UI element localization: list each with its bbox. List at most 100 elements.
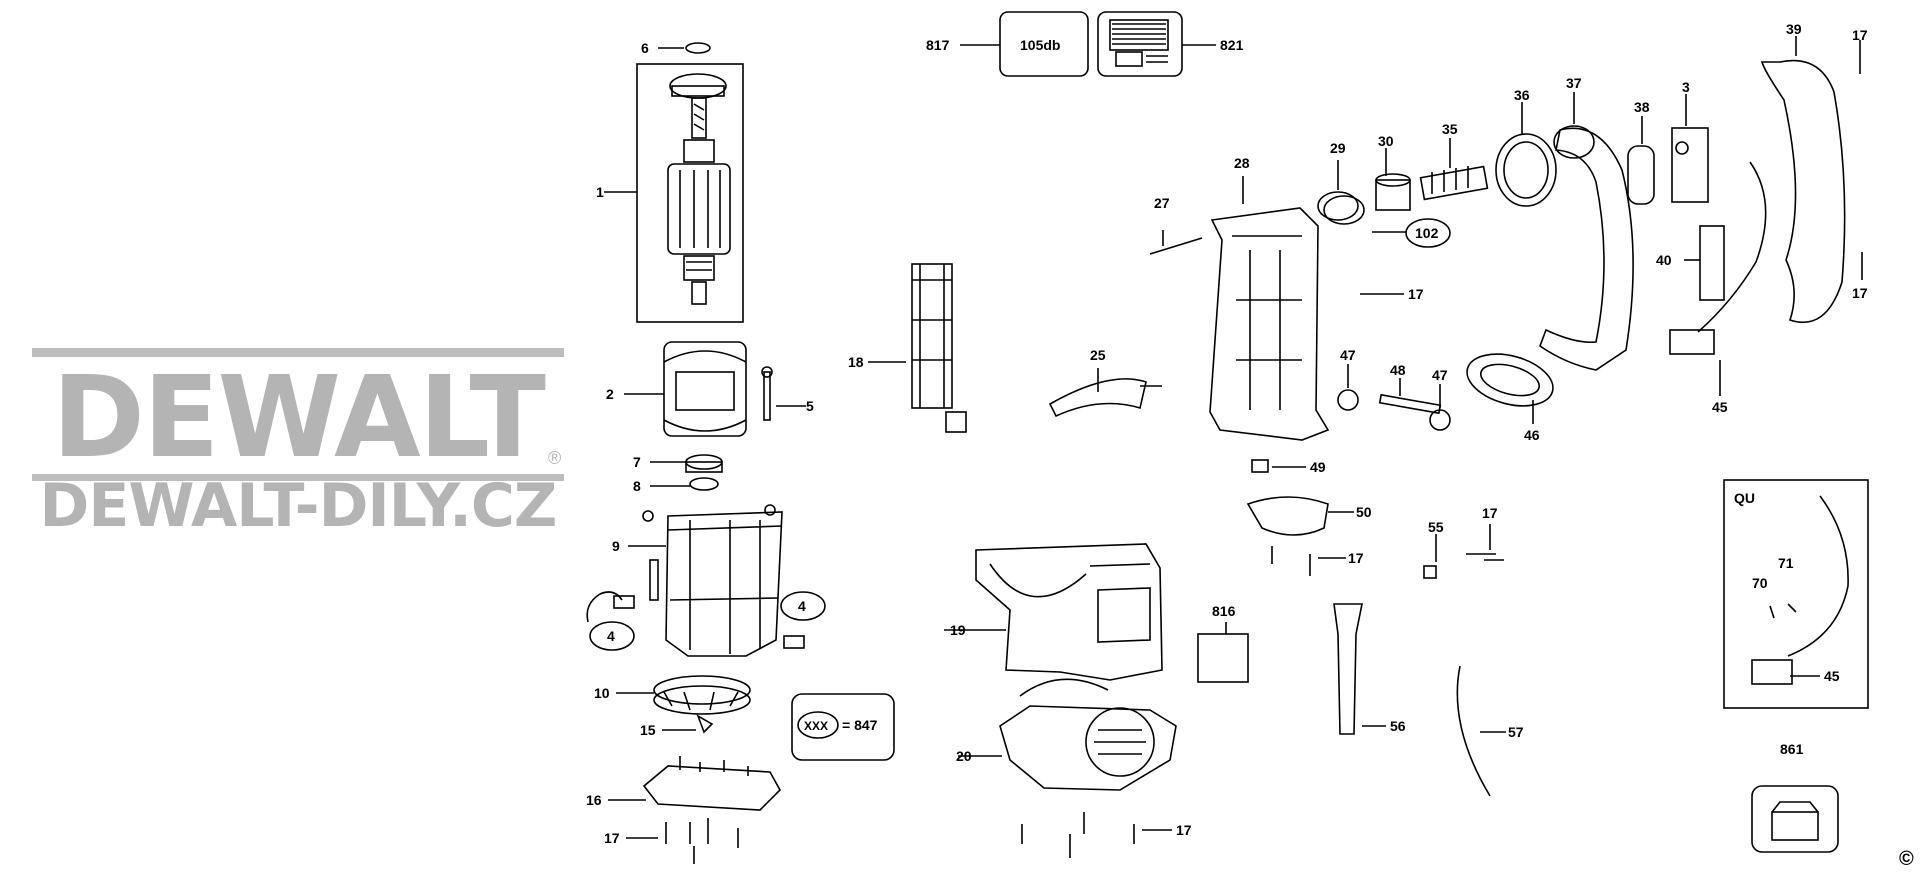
part-30 xyxy=(1375,179,1411,211)
label-102: 102 xyxy=(1415,225,1439,241)
label-5: 5 xyxy=(806,398,814,414)
screws-part-17-under-50 xyxy=(1271,546,1311,576)
label-46: 46 xyxy=(1524,427,1540,443)
label-38: 38 xyxy=(1634,99,1650,115)
wiring-part-45 xyxy=(1697,161,1767,333)
label-56: 56 xyxy=(1390,718,1406,734)
label-17-right: 17 xyxy=(1852,285,1868,301)
screw-part-5 xyxy=(763,371,771,421)
spring-part-29 xyxy=(1317,191,1359,221)
label-35: 35 xyxy=(1442,121,1458,137)
brush-lead xyxy=(586,591,623,623)
part-56 xyxy=(1333,603,1363,735)
label-821: 821 xyxy=(1220,37,1244,53)
label-17-under-50: 17 xyxy=(1348,550,1364,566)
part-15 xyxy=(696,714,714,734)
part-55 xyxy=(1423,565,1437,579)
bolt-part-27 xyxy=(1149,237,1203,255)
legend-code: XXX xyxy=(804,719,828,733)
housing-part-20 xyxy=(999,678,1177,791)
label-17-top-right: 17 xyxy=(1852,27,1868,43)
label-8: 8 xyxy=(633,478,641,494)
cover-part-19 xyxy=(975,543,1163,681)
callout-ellipse-4a xyxy=(589,621,635,651)
screws-part-17 xyxy=(665,818,739,864)
part-40 xyxy=(1699,225,1725,301)
label-4b: 4 xyxy=(798,598,806,614)
part-25 xyxy=(1048,378,1147,418)
label-10: 10 xyxy=(594,685,610,701)
label-39: 39 xyxy=(1786,21,1802,37)
fan-baffle-part-10 xyxy=(653,675,751,705)
label-861: 861 xyxy=(1780,741,1804,757)
label-4a: 4 xyxy=(607,628,615,644)
label-7: 7 xyxy=(633,454,641,470)
logo-middle-band xyxy=(32,474,564,481)
label-47a: 47 xyxy=(1340,347,1356,363)
dewalt-watermark-logo: DEWALT ® DEWALT-DILY.CZ xyxy=(32,348,564,538)
armature-part-1 xyxy=(667,73,731,305)
legend-equals: = 847 xyxy=(842,717,878,733)
label-48: 48 xyxy=(1390,362,1406,378)
motor-housing-part-9 xyxy=(642,504,783,657)
part-35 xyxy=(1419,165,1489,201)
label-2: 2 xyxy=(606,386,614,402)
inset-wiring xyxy=(1787,495,1849,657)
label-45-inset: 45 xyxy=(1824,668,1840,684)
label-40: 40 xyxy=(1656,252,1672,268)
boot-part-46 xyxy=(1466,353,1554,407)
gear-housing-part-28 xyxy=(1209,207,1330,441)
nut-part-47a xyxy=(1337,389,1359,411)
part-816 xyxy=(1197,633,1249,683)
screws-part-17-bottom xyxy=(1021,812,1135,858)
inset-title: QU xyxy=(1734,490,1755,506)
label-37: 37 xyxy=(1566,75,1582,91)
part-50 xyxy=(1246,496,1329,536)
label-17-55: 17 xyxy=(1482,505,1498,521)
screws-part-17-right xyxy=(1466,553,1504,561)
noise-label-box xyxy=(999,11,1089,77)
label-25: 25 xyxy=(1090,347,1106,363)
label-15: 15 xyxy=(640,722,656,738)
logo-top-band xyxy=(32,348,564,357)
part-3 xyxy=(1671,127,1709,203)
label-57: 57 xyxy=(1508,724,1524,740)
label-70: 70 xyxy=(1752,575,1768,591)
label-18: 18 xyxy=(848,354,864,370)
field-part-2 xyxy=(663,341,747,437)
end-plate-part-16 xyxy=(642,765,781,811)
case-box-861 xyxy=(1751,785,1839,853)
registered-mark: ® xyxy=(548,448,562,468)
armature-box xyxy=(636,63,744,323)
label-50: 50 xyxy=(1356,504,1372,520)
part-49 xyxy=(1251,459,1269,473)
nut-part-47b xyxy=(1429,409,1451,431)
label-49: 49 xyxy=(1310,459,1326,475)
label-55: 55 xyxy=(1428,519,1444,535)
legend-box xyxy=(791,693,895,761)
label-816: 816 xyxy=(1212,603,1236,619)
rear-handle-part-39 xyxy=(1760,59,1846,324)
label-17-left: 17 xyxy=(604,830,620,846)
label-30: 30 xyxy=(1378,133,1394,149)
label-71: 71 xyxy=(1778,555,1794,571)
logo-site-text: DEWALT-DILY.CZ xyxy=(39,471,558,541)
washer-part-6 xyxy=(685,42,711,54)
part-38 xyxy=(1627,145,1655,205)
handle-part-37 xyxy=(1539,125,1634,371)
label-19: 19 xyxy=(950,622,966,638)
pin-part-48 xyxy=(1378,393,1442,415)
label-1: 1 xyxy=(596,184,604,200)
noise-label-text: 105db xyxy=(1020,37,1060,53)
label-28: 28 xyxy=(1234,155,1250,171)
cord-part-57 xyxy=(1456,665,1491,797)
label-17-mid: 17 xyxy=(1408,286,1424,302)
label-27: 27 xyxy=(1154,195,1170,211)
label-45: 45 xyxy=(1712,399,1728,415)
logo-brand-text: DEWALT xyxy=(52,353,546,483)
seal-part-36 xyxy=(1495,133,1557,207)
qu-inset-box xyxy=(1723,479,1869,709)
warning-label-box xyxy=(1097,11,1183,77)
